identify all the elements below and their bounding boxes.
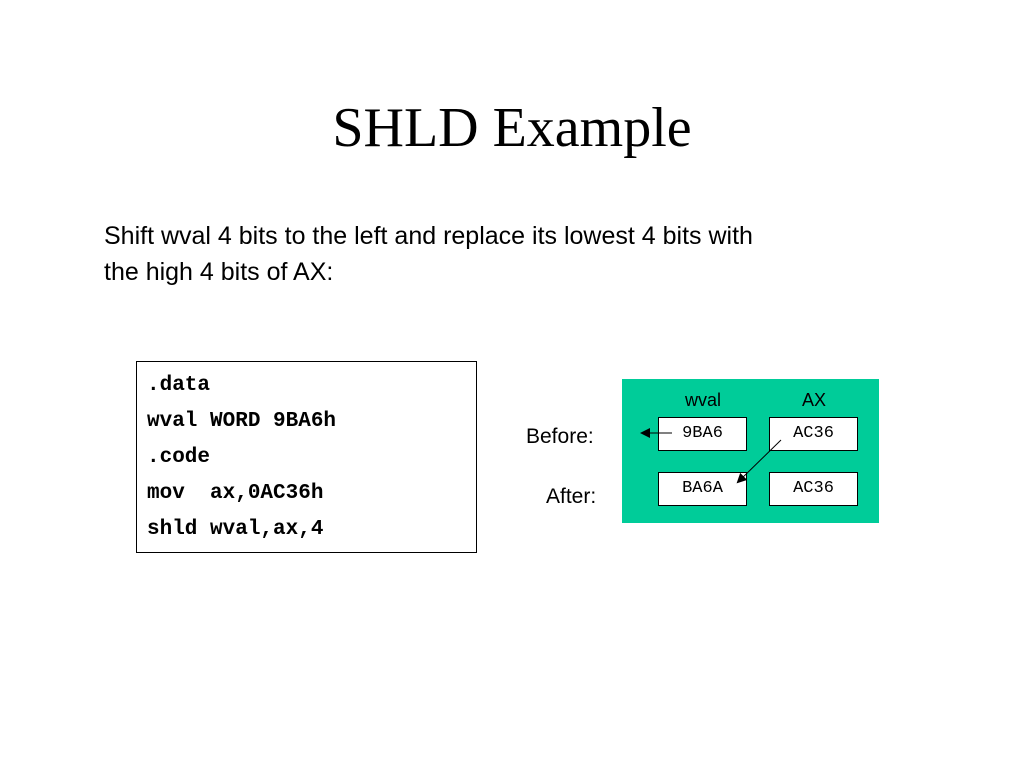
ax-column-header: AX	[801, 390, 826, 410]
slide-title: SHLD Example	[332, 97, 692, 159]
ax-before-box: AC36	[769, 417, 858, 451]
before-label: Before:	[526, 425, 594, 448]
code-line: .data	[147, 374, 211, 397]
ax-after-box: AC36	[769, 472, 858, 506]
wval-before-box: 9BA6	[658, 417, 747, 451]
intro-line-1: Shift wval 4 bits to the left and replac…	[104, 222, 753, 250]
code-line: .code	[147, 446, 211, 469]
wval-column-header: wval	[684, 390, 721, 410]
after-label: After:	[546, 485, 597, 508]
intro-text: Shift wval 4 bits to the left and replac…	[104, 218, 904, 290]
wval-after-box: BA6A	[658, 472, 747, 506]
intro-line-2: the high 4 bits of AX:	[104, 258, 334, 286]
code-box: .data wval WORD 9BA6h .code mov ax,0AC36…	[136, 361, 477, 553]
code-line: shld wval,ax,4	[147, 518, 324, 541]
code-line: wval WORD 9BA6h	[147, 410, 337, 433]
code-line: mov ax,0AC36h	[147, 482, 324, 505]
